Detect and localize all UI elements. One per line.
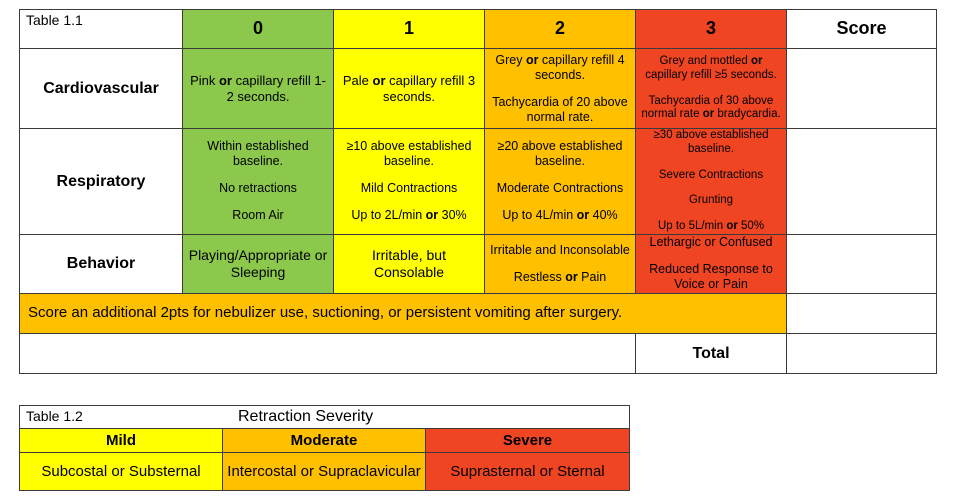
respiratory-score-0: Within established baseline.No retractio…: [182, 128, 334, 235]
mild-value: Subcostal or Substernal: [19, 452, 223, 491]
severe-value: Suprasternal or Sternal: [424, 452, 631, 491]
behavior-score-1: Irritable, but Consolable: [333, 233, 485, 294]
respiratory-label: Respiratory: [19, 128, 183, 235]
score-0-header: 0: [182, 9, 334, 49]
cardiovascular-row: Cardiovascular Pink or capillary refill …: [19, 48, 937, 129]
score-3-header: 3: [635, 9, 787, 49]
behavior-score-cell: [786, 233, 937, 294]
mild-header: Mild: [19, 428, 223, 453]
cardiovascular-score-cell: [786, 48, 937, 129]
moderate-value: Intercostal or Supraclavicular: [222, 452, 426, 491]
respiratory-score-1: ≥10 above established baseline.Mild Cont…: [333, 128, 485, 235]
table-1-2-caption: Table 1.2: [26, 408, 83, 425]
behavior-row: Behavior Playing/Appropriate or Sleeping…: [19, 233, 937, 294]
table-1-2-caption-cell: Table 1.2 Retraction Severity: [18, 405, 631, 429]
table-1-2: Table 1.2 Retraction Severity Mild Modera…: [18, 405, 631, 491]
cardiovascular-label: Cardiovascular: [19, 48, 183, 129]
total-label: Total: [635, 332, 787, 374]
total-spacer-cell: [19, 332, 636, 374]
additional-points-row: Score an additional 2pts for nebulizer u…: [19, 292, 937, 334]
table-1-1-header-row: Table 1.1 0 1 2 3 Score: [19, 9, 937, 49]
table-1-1-caption: Table 1.1: [19, 9, 183, 49]
moderate-header: Moderate: [222, 428, 426, 453]
table-1-1: Table 1.1 0 1 2 3 Score Cardiovascular P…: [19, 9, 937, 374]
additional-points-score-cell: [786, 292, 937, 334]
additional-points-note: Score an additional 2pts for nebulizer u…: [19, 292, 787, 334]
retraction-severity-title: Retraction Severity: [238, 408, 374, 426]
behavior-label: Behavior: [19, 233, 183, 294]
total-score-cell: [786, 332, 937, 374]
score-column-header: Score: [786, 9, 937, 49]
table-1-2-header-row: Mild Moderate Severe: [19, 428, 631, 453]
respiratory-score-2: ≥20 above established baseline.Moderate …: [484, 128, 636, 235]
behavior-score-0: Playing/Appropriate or Sleeping: [182, 233, 334, 294]
total-row: Total: [19, 332, 937, 374]
cardiovascular-score-0: Pink or capillary refill 1-2 seconds.: [182, 48, 334, 129]
score-1-header: 1: [333, 9, 485, 49]
cardiovascular-score-1: Pale or capillary refill 3 seconds.: [333, 48, 485, 129]
respiratory-score-cell: [786, 128, 937, 235]
score-2-header: 2: [484, 9, 636, 49]
table-1-2-values-row: Subcostal or Substernal Intercostal or S…: [19, 452, 631, 491]
cardiovascular-score-3: Grey and mottled or capillary refill ≥5 …: [635, 48, 787, 129]
respiratory-row: Respiratory Within established baseline.…: [19, 128, 937, 235]
table-1-2-caption-row: Table 1.2 Retraction Severity: [18, 405, 631, 429]
cardiovascular-score-2: Grey or capillary refill 4 seconds.Tachy…: [484, 48, 636, 129]
severe-header: Severe: [424, 428, 631, 453]
respiratory-score-3: ≥30 above established baseline.Severe Co…: [635, 128, 787, 235]
